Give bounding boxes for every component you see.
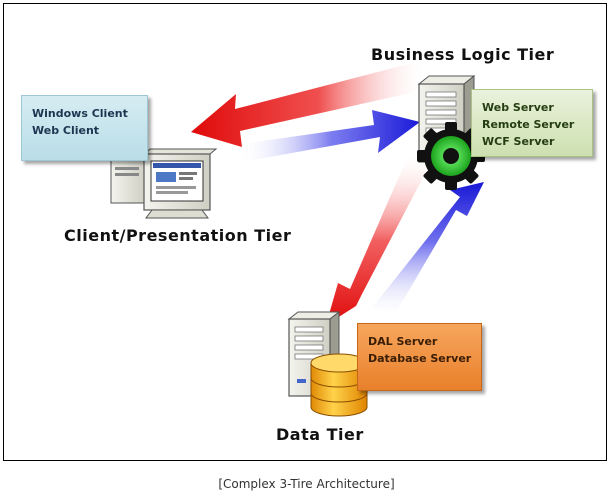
gear-icon [417,122,485,190]
business-item-wcf-server: WCF Server [482,135,555,148]
arrow-data-to-business [372,182,484,316]
database-icon [310,353,368,417]
desktop-computer-icon [110,148,218,219]
arrow-business-to-data [326,156,430,325]
client-tier-label: Client/Presentation Tier [64,226,292,245]
client-item-windows: Windows Client [32,107,128,120]
client-components-box: Windows Client Web Client [21,95,148,161]
diagram-frame: Business Logic Tier Client/Presentation … [3,3,607,461]
data-item-database-server: Database Server [368,352,472,365]
data-item-dal-server: DAL Server [368,335,438,348]
architecture-diagram [110,60,485,417]
client-item-web: Web Client [32,124,100,137]
business-item-web-server: Web Server [482,101,554,114]
arrow-client-to-business [242,110,420,162]
arrow-business-to-client [191,60,424,147]
business-item-remote-server: Remote Server [482,118,575,131]
data-tier-label: Data Tier [276,425,364,444]
figure-caption: [Complex 3-Tire Architecture] [218,477,395,491]
business-components-box: Web Server Remote Server WCF Server [471,89,593,157]
business-tier-label: Business Logic Tier [371,45,555,64]
data-components-box: DAL Server Database Server [357,323,482,391]
